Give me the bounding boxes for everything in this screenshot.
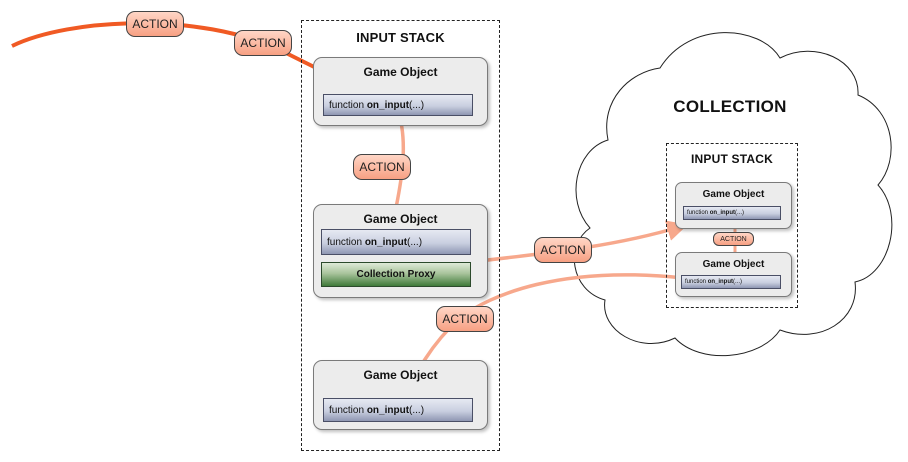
fn-keyword: function [687, 210, 709, 216]
collection-proxy: Collection Proxy [321, 262, 471, 287]
game-object-3-title: Game Object [363, 368, 438, 382]
action-pill-1: ACTION [126, 11, 184, 37]
game-object-2-on-input: function on_input(...) [321, 229, 471, 255]
game-object-3-on-input: function on_input(...) [323, 398, 473, 422]
action-pill-4: ACTION [534, 237, 592, 263]
main-stack-title: INPUT STACK [356, 30, 445, 45]
fn-name: on_input [366, 99, 410, 111]
fn-name: on_input [364, 236, 408, 248]
fn-name: on_input [366, 404, 410, 416]
game-object-2: Game Object function on_input(...) Colle… [313, 204, 488, 298]
fn-keyword: function [329, 99, 365, 111]
collection-stack-title: INPUT STACK [691, 152, 773, 166]
collection-title: COLLECTION [673, 97, 787, 116]
fn-args: (...) [407, 236, 423, 248]
game-object-3: Game Object function on_input(...) [313, 360, 488, 430]
fn-keyword: function [327, 236, 363, 248]
fn-keyword: function [329, 404, 365, 416]
game-object-1-title: Game Object [363, 65, 438, 79]
collection-input-stack [666, 143, 798, 308]
collection-game-object-2-title: Game Object [702, 259, 765, 270]
game-object-1-on-input: function on_input(...) [323, 94, 473, 116]
fn-args: (...) [733, 279, 743, 285]
collection-game-object-1: Game Object function on_input(...) [675, 182, 792, 229]
fn-args: (...) [409, 404, 425, 416]
game-object-2-title: Game Object [363, 212, 438, 226]
action-pill-6: ACTION [713, 232, 754, 246]
fn-name: on_input [709, 210, 736, 216]
collection-game-object-2-on-input: function on_input(...) [681, 275, 781, 289]
collection-game-object-1-on-input: function on_input(...) [683, 206, 781, 220]
action-pill-5: ACTION [436, 306, 494, 332]
collection-game-object-2: Game Object function on_input(...) [675, 252, 792, 297]
fn-keyword: function [685, 279, 707, 285]
fn-args: (...) [735, 210, 745, 216]
fn-args: (...) [409, 99, 425, 111]
action-pill-3: ACTION [353, 154, 411, 180]
main-input-stack [301, 20, 500, 451]
action-pill-2: ACTION [234, 30, 292, 56]
game-object-1: Game Object function on_input(...) [313, 57, 488, 126]
collection-game-object-1-title: Game Object [702, 189, 765, 200]
fn-name: on_input [707, 279, 734, 285]
